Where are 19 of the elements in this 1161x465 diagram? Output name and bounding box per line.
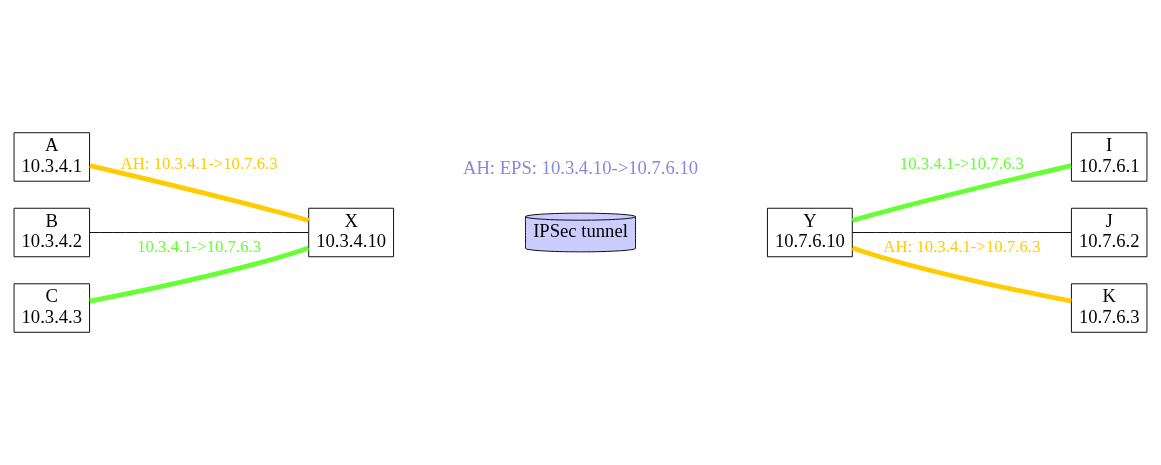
edge-label: 10.3.4.1->10.7.6.3 [899, 153, 1024, 173]
node-box: B 10.3.4.2 [13, 207, 91, 258]
node-box: X 10.3.4.10 [308, 207, 394, 258]
connector [89, 245, 310, 304]
node-box: A 10.3.4.1 [13, 132, 91, 182]
node-box: Y 10.7.6.10 [767, 207, 853, 258]
node-box: I 10.7.6.1 [1070, 132, 1148, 182]
connector [851, 245, 1072, 304]
edge-label: 10.3.4.1->10.7.6.3 [137, 237, 262, 257]
connector [89, 232, 310, 233]
edge-label: AH: 10.3.4.1->10.7.6.3 [120, 153, 278, 173]
node-box: J 10.7.6.2 [1070, 207, 1148, 258]
connector [89, 163, 310, 223]
node-box: K 10.7.6.3 [1070, 283, 1148, 333]
label: AH: EPS: 10.3.4.10->10.7.6.10 [462, 156, 699, 178]
connector [851, 163, 1072, 223]
node-box: C 10.3.4.3 [13, 283, 91, 333]
connector [852, 232, 1072, 233]
edge-label: AH: 10.3.4.1->10.7.6.3 [883, 237, 1041, 257]
